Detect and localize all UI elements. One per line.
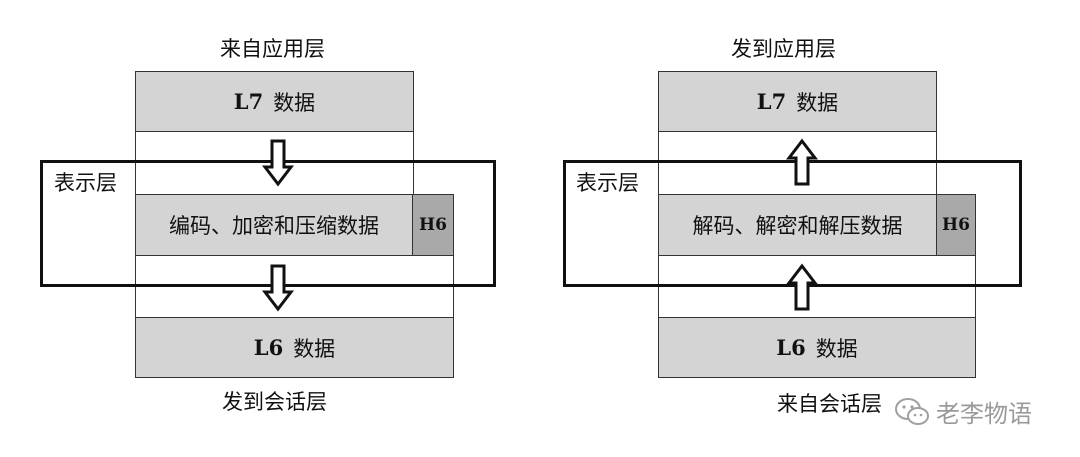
right-l7-text: 数据	[796, 90, 839, 115]
left-top-label: 来自应用层	[220, 37, 325, 61]
right-presentation-layer-frame	[563, 160, 1022, 287]
right-up-arrow-lower-icon	[785, 263, 819, 311]
right-top-label: 发到应用层	[731, 37, 836, 61]
left-down-arrow-lower-icon	[261, 264, 295, 312]
left-layer-label: 表示层	[54, 171, 117, 195]
watermark: 老李物语	[894, 394, 1032, 429]
left-down-arrow-icon	[261, 139, 295, 187]
left-l6-text: 数据	[293, 336, 336, 361]
right-process-text: 解码、解密和解压数据	[692, 214, 903, 238]
right-layer-label: 表示层	[576, 171, 639, 195]
left-l6-prefix: L6	[253, 335, 284, 360]
left-l6-data-box: L6 数据	[135, 317, 454, 378]
wechat-icon	[895, 397, 929, 425]
left-bottom-label: 发到会话层	[222, 390, 327, 414]
left-process-text: 编码、加密和压缩数据	[169, 214, 379, 238]
right-l6-text: 数据	[815, 336, 858, 361]
right-bottom-label: 来自会话层	[777, 392, 882, 416]
left-l7-data-box: L7 数据	[135, 71, 414, 132]
right-process-box: 解码、解密和解压数据	[658, 194, 937, 256]
right-up-arrow-icon	[785, 138, 819, 186]
watermark-text: 老李物语	[936, 400, 1032, 428]
left-l7-text: 数据	[273, 90, 316, 115]
right-l7-prefix: L7	[756, 89, 787, 114]
left-l7-prefix: L7	[233, 89, 264, 114]
right-l6-prefix: L6	[776, 335, 806, 360]
right-l7-data-box: L7 数据	[658, 71, 937, 132]
left-process-box: 编码、加密和压缩数据	[135, 194, 413, 256]
right-l6-data-box: L6 数据	[658, 317, 976, 378]
left-presentation-layer-frame	[40, 160, 496, 287]
